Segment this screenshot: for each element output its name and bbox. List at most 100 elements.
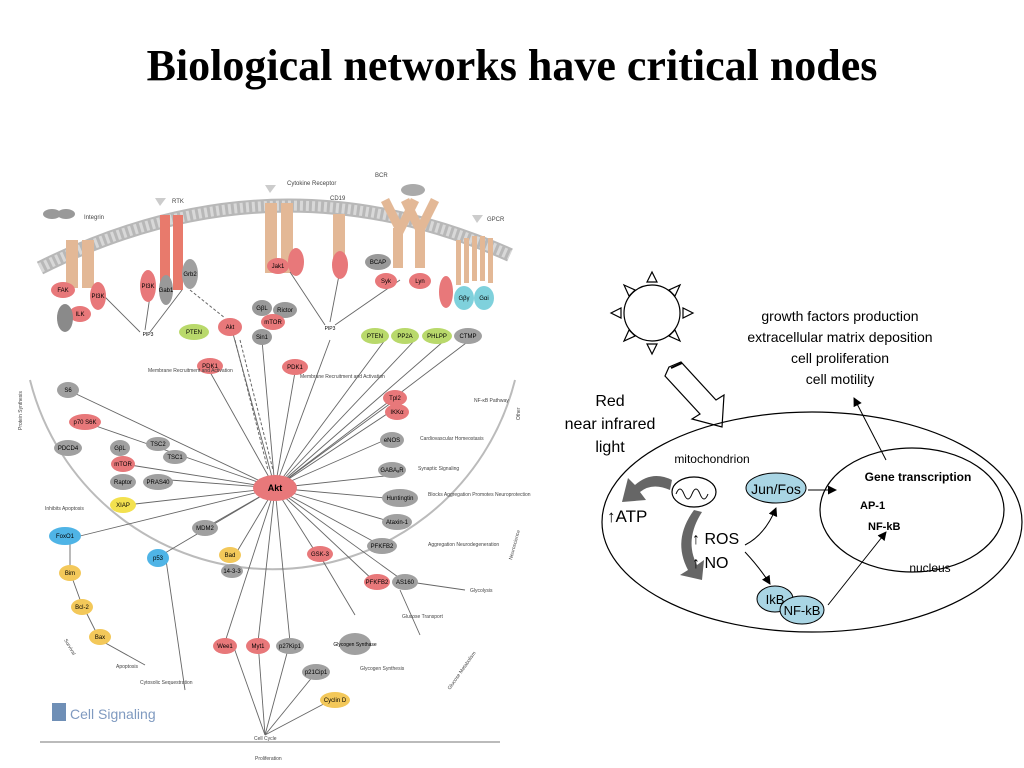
node-gi: Gβγ xyxy=(454,286,474,310)
svg-text:PDK1: PDK1 xyxy=(202,364,218,370)
svg-text:Rictor: Rictor xyxy=(277,308,293,314)
svg-text:PI3K: PI3K xyxy=(91,294,104,300)
node-mtor-2: mTOR xyxy=(111,456,135,472)
node-p70: p70 S6K xyxy=(69,414,101,430)
svg-text:Raptor: Raptor xyxy=(114,480,132,486)
nucleus-label: nucleus xyxy=(909,561,950,575)
svg-text:Jun/Fos: Jun/Fos xyxy=(751,481,801,497)
svg-text:Bax: Bax xyxy=(95,635,105,641)
svg-text:p21Cip1: p21Cip1 xyxy=(305,670,328,676)
pathway-nodes: FAK ILK PI3K PI3K Gab1 Grb2 Jak1 BCAP Sy… xyxy=(49,248,494,708)
svg-text:Bim: Bim xyxy=(65,571,75,577)
svg-text:Membrane Recruitment and Activ: Membrane Recruitment and Activation xyxy=(300,374,385,380)
node-1433: 14-3-3 xyxy=(221,564,243,578)
node-bad: Bad xyxy=(219,547,241,563)
svg-text:near infrared: near infrared xyxy=(565,416,656,433)
svg-text:IkB: IkB xyxy=(766,592,785,607)
jun-fos-node: Jun/Fos xyxy=(745,472,807,504)
rtk-receptor: RTK xyxy=(155,198,184,290)
node-syk: Syk xyxy=(375,273,397,289)
node-p27: p27Kip1 xyxy=(276,638,304,654)
svg-text:BCR: BCR xyxy=(375,173,388,179)
svg-text:Akt: Akt xyxy=(226,325,235,331)
node-tsc1: TSC1 xyxy=(163,450,187,464)
svg-text:Glycogen Synthase: Glycogen Synthase xyxy=(333,642,377,648)
svg-text:PDK1: PDK1 xyxy=(287,365,303,371)
node-pi3k-2: PI3K xyxy=(140,270,156,302)
node-bcl2: Bcl-2 xyxy=(71,599,93,615)
svg-text:cell proliferation: cell proliferation xyxy=(791,350,889,366)
node-ilk: ILK xyxy=(69,306,91,322)
svg-text:Neuroscience: Neuroscience xyxy=(508,529,522,560)
svg-text:Other: Other xyxy=(516,407,522,420)
svg-text:AS160: AS160 xyxy=(396,580,415,586)
gene-transcription-label: Gene transcription xyxy=(865,470,972,484)
nfkb-label: NF-kB xyxy=(868,521,900,533)
svg-text:Membrane Recruitment and Activ: Membrane Recruitment and Activation xyxy=(148,368,233,374)
svg-text:Cyclin D: Cyclin D xyxy=(324,698,347,704)
node-pp2a: PP2A xyxy=(391,328,419,344)
node-gab: Gab1 xyxy=(159,275,174,305)
light-therapy-diagram: Red near infrared light growth factors p… xyxy=(565,270,1023,633)
svg-text:CTMP: CTMP xyxy=(460,334,477,340)
akt-pathway-diagram: Integrin RTK Cytokine Receptor CD19 BCR xyxy=(18,173,531,762)
node-raptor: Raptor xyxy=(110,474,136,490)
svg-text:Cell Signaling: Cell Signaling xyxy=(70,706,156,722)
node-gq: Gαi xyxy=(474,286,494,310)
svg-text:Gαi: Gαi xyxy=(479,296,488,302)
sun-icon xyxy=(609,270,695,356)
svg-text:p27Kip1: p27Kip1 xyxy=(279,644,302,650)
svg-text:p70 S6K: p70 S6K xyxy=(73,420,96,426)
svg-text:GPCR: GPCR xyxy=(487,217,505,223)
node-phlpp: PHLPP xyxy=(422,328,452,344)
svg-text:NF-kB: NF-kB xyxy=(784,603,821,618)
svg-text:Integrin: Integrin xyxy=(84,215,104,221)
svg-text:BCAP: BCAP xyxy=(370,260,386,266)
svg-text:Jak1: Jak1 xyxy=(272,264,285,270)
ros-label: ↑ ROS xyxy=(692,531,739,548)
node-bim: Bim xyxy=(59,565,81,581)
svg-text:Survival: Survival xyxy=(62,638,76,656)
svg-text:PIP3: PIP3 xyxy=(143,332,154,338)
ikb-nfkb-node: IkB NF-kB xyxy=(756,585,825,625)
svg-text:CD19: CD19 xyxy=(330,196,346,202)
svg-text:Red: Red xyxy=(595,393,624,410)
node-sin1: Sin1 xyxy=(252,329,272,345)
node-pdk1-a: PDK1 xyxy=(197,358,223,374)
svg-text:PTEN: PTEN xyxy=(186,330,202,336)
svg-text:XIAP: XIAP xyxy=(116,503,130,509)
node-fak: FAK xyxy=(51,282,75,298)
red-light-label: Red near infrared light xyxy=(565,393,656,456)
no-label: ↑ NO xyxy=(692,555,728,572)
node-grb: Grb2 xyxy=(182,259,198,289)
node-rictor: Rictor xyxy=(273,302,297,318)
svg-text:Protein Synthesis: Protein Synthesis xyxy=(18,391,24,430)
svg-text:Myt1: Myt1 xyxy=(251,644,265,650)
cytokine-receptor: Cytokine Receptor xyxy=(265,181,336,273)
svg-text:PRAS40: PRAS40 xyxy=(146,480,170,486)
node-pi3k-1: PI3K xyxy=(90,282,106,310)
svg-text:RTK: RTK xyxy=(172,199,184,205)
node-akt-central: Akt xyxy=(253,475,297,501)
svg-text:S6: S6 xyxy=(64,388,72,394)
svg-text:Sin1: Sin1 xyxy=(256,335,269,341)
mitochondrion-label: mitochondrion xyxy=(674,452,749,466)
svg-text:PFKFB2: PFKFB2 xyxy=(366,580,389,586)
atp-label: ↑ATP xyxy=(607,507,647,526)
svg-text:Gβγ: Gβγ xyxy=(458,296,469,302)
svg-text:Aggregation Neurodegeneration: Aggregation Neurodegeneration xyxy=(428,542,499,548)
gpcr-receptor: GPCR xyxy=(456,215,505,285)
node-mdm2: MDM2 xyxy=(192,520,218,536)
node-bcap: BCAP xyxy=(365,254,391,270)
svg-text:Bad: Bad xyxy=(225,553,236,559)
node-pfkfb: PFKFB2 xyxy=(364,574,390,590)
svg-text:TSC2: TSC2 xyxy=(150,442,166,448)
svg-text:14-3-3: 14-3-3 xyxy=(223,569,241,575)
node-pfkfb2: PFKFB2 xyxy=(367,538,397,554)
svg-text:MDM2: MDM2 xyxy=(196,526,214,532)
svg-text:Huntingtin: Huntingtin xyxy=(386,496,413,502)
atp-arrow xyxy=(622,476,672,502)
node-pdcd4: PDCD4 xyxy=(54,440,82,456)
svg-text:Gab1: Gab1 xyxy=(159,288,174,294)
